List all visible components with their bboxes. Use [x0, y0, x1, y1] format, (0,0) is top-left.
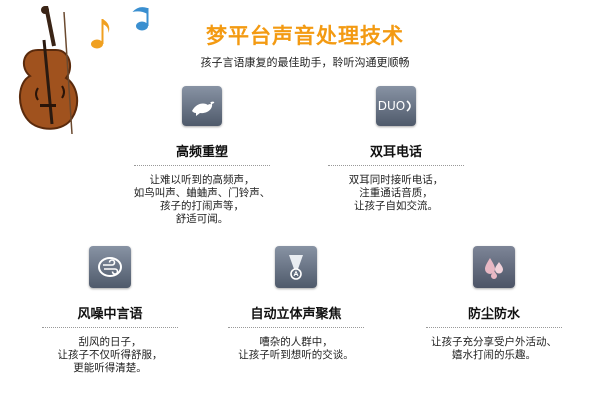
feature-title: 防尘防水 [467, 307, 520, 322]
page-subtitle: 孩子言语康复的最佳助手，聆听沟通更顺畅 [200, 56, 410, 69]
divider [426, 327, 562, 328]
feature-description: 双耳同时接听电话， 注重通话音质， 让孩子自如交流。 [348, 174, 444, 212]
feature-binaural-phone: DUO 双耳电话 双耳同时接听电话， 注重通话音质， 让孩子自如交流。 [306, 86, 486, 213]
music-note-icon [132, 7, 149, 31]
hero-banner: 梦平台声音处理技术 孩子言语康复的最佳助手，聆听沟通更顺畅 [0, 0, 600, 135]
divider [42, 327, 178, 328]
divider [134, 165, 270, 166]
feature-speech-in-wind: 风噪中言语 刮风的日子， 让孩子不仅听得舒服， 更能听得清楚。 [20, 246, 200, 375]
feature-title: 风噪中言语 [77, 307, 143, 322]
wind-icon [89, 246, 131, 288]
directional-focus-icon [275, 246, 317, 288]
feature-high-frequency: 高频重塑 让难以听到的高频声， 如鸟叫声、蛐蛐声、门铃声、 孩子的打闹声等， 舒… [112, 86, 292, 226]
feature-description: 让孩子充分享受户外活动、 嬉水打闹的乐趣。 [431, 336, 557, 361]
music-note-icon [91, 19, 110, 49]
feature-title: 双耳电话 [369, 145, 422, 160]
feature-description: 刮风的日子， 让孩子不仅听得舒服， 更能听得清楚。 [57, 336, 163, 374]
feature-description: 嘈杂的人群中， 让孩子听到想听的交谈。 [238, 336, 354, 361]
bird-icon [182, 86, 222, 126]
feature-title: 自动立体声聚焦 [250, 307, 342, 322]
feature-title: 高频重塑 [175, 145, 228, 160]
divider [328, 165, 464, 166]
water-drops-icon [473, 246, 515, 288]
violin-icon [19, 6, 79, 135]
duo-phone-icon: DUO [376, 86, 416, 126]
feature-description: 让难以听到的高频声， 如鸟叫声、蛐蛐声、门铃声、 孩子的打闹声等， 舒适可闻。 [133, 174, 271, 225]
divider [228, 327, 364, 328]
feature-stereo-focus: 自动立体声聚焦 嘈杂的人群中， 让孩子听到想听的交谈。 [206, 246, 386, 362]
page-title: 梦平台声音处理技术 [206, 24, 404, 48]
feature-dust-waterproof: 防尘防水 让孩子充分享受户外活动、 嬉水打闹的乐趣。 [404, 246, 584, 362]
